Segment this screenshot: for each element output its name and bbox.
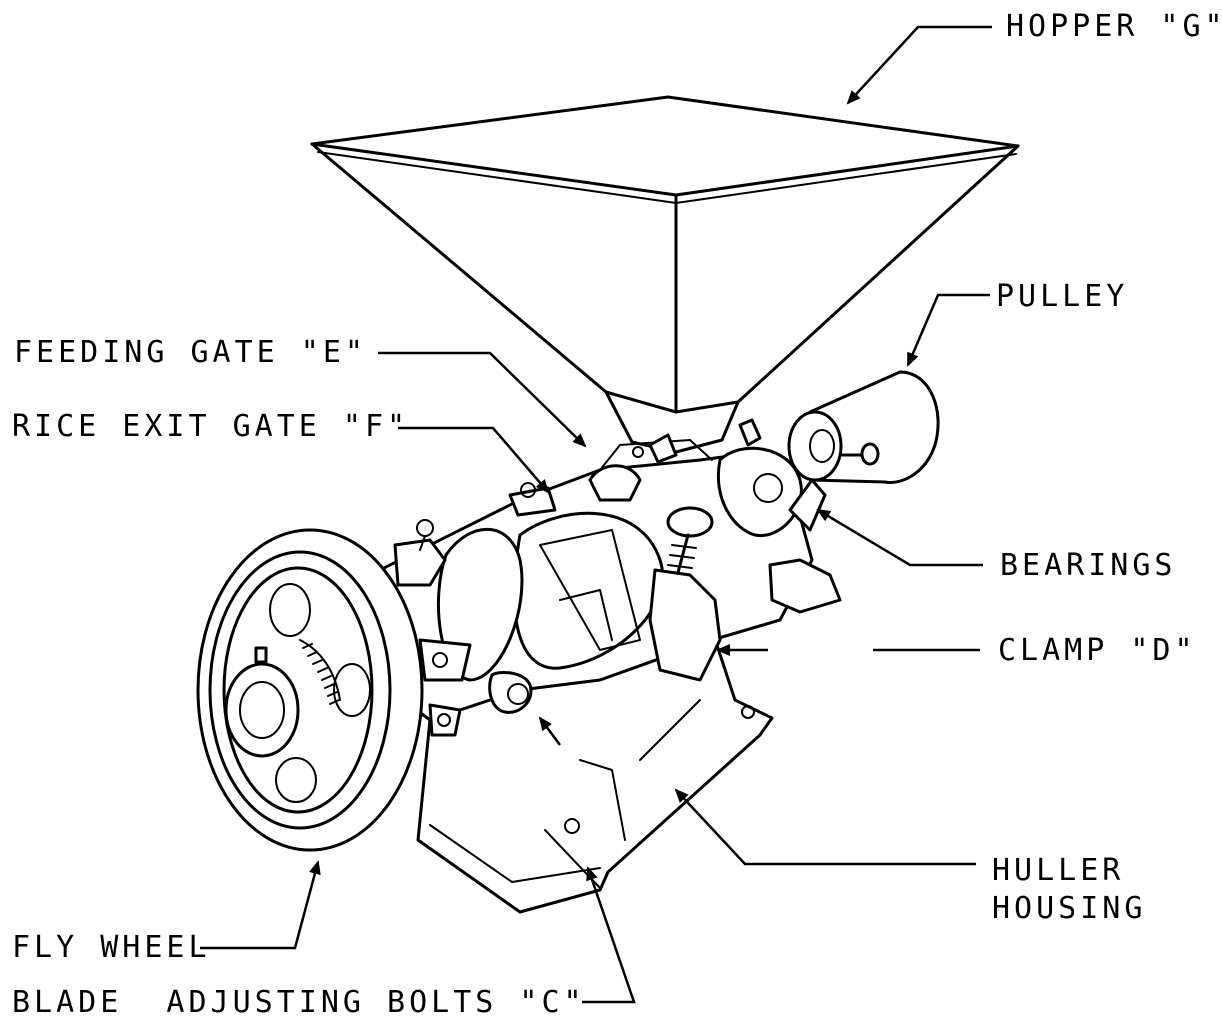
label-huller-housing-line2: HOUSING [992,891,1146,926]
hopper-drawing [310,95,1020,454]
bearings-and-bolts-drawing [393,418,762,737]
pulley-drawing [787,370,940,485]
label-bearings: BEARINGS [1000,548,1177,583]
label-pulley: PULLEY [996,279,1128,314]
label-hopper: HOPPER "G" [1006,9,1222,44]
machine-drawing [196,95,1020,914]
label-rice-exit-gate: RICE EXIT GATE "F" [12,409,409,444]
label-clamp: CLAMP "D" [998,633,1197,668]
label-huller-housing-line1: HULLER [992,853,1124,888]
fly-wheel-drawing [196,528,424,852]
label-fly-wheel: FLY WHEEL [12,930,211,965]
leader-lines [200,25,992,1004]
label-blade-adjusting-bolts: BLADE ADJUSTING BOLTS "C" [12,985,586,1020]
clamp-drawing [648,506,722,682]
labels: HOPPER "G" PULLEY FEEDING GATE "E" RICE … [12,9,1222,1020]
label-feeding-gate: FEEDING GATE "E" [14,335,367,370]
